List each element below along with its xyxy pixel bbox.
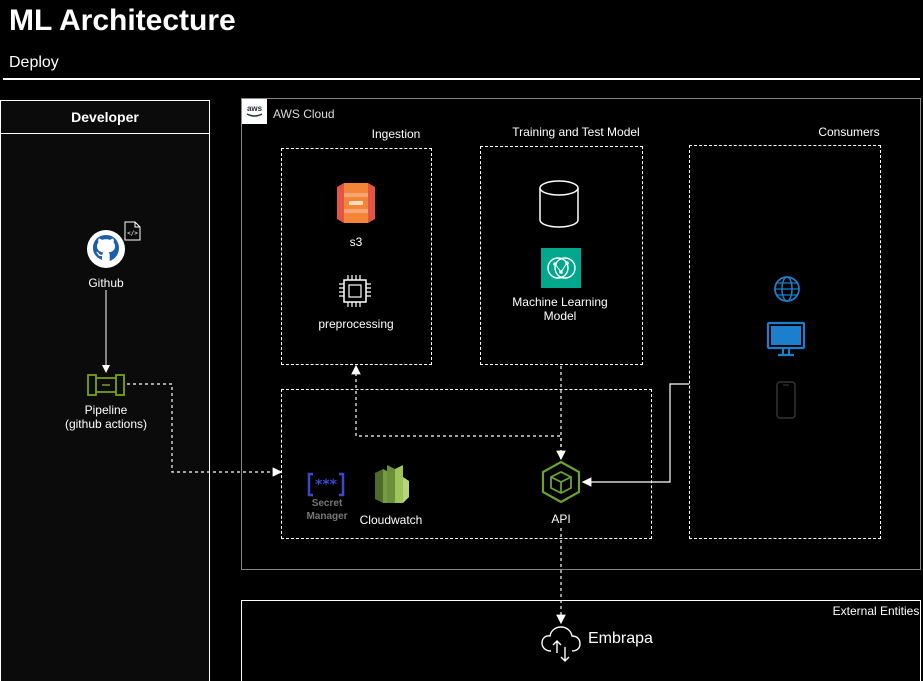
external-entities-group[interactable] <box>241 600 921 681</box>
secret-manager-label-1: Secret <box>311 498 343 509</box>
machine-learning-icon[interactable] <box>541 248 581 288</box>
ml-model-label-1: Machine Learning <box>512 295 608 309</box>
preprocessing-label: preprocessing <box>318 317 394 331</box>
page-subtitle: Deploy <box>9 54 59 71</box>
developer-lane[interactable] <box>0 100 210 681</box>
svg-text:</>: </> <box>127 230 138 237</box>
api-label: API <box>551 512 571 526</box>
github-label: Github <box>88 276 124 290</box>
page-title: ML Architecture <box>9 4 236 37</box>
cloud-upload-download-icon[interactable] <box>541 625 581 663</box>
s3-label: s3 <box>349 235 363 249</box>
svg-text:***: *** <box>315 477 338 493</box>
code-file-icon[interactable]: </> <box>124 221 141 241</box>
pipeline-label-2: (github actions) <box>64 417 148 431</box>
globe-icon[interactable] <box>773 275 801 303</box>
pipeline-label-1: Pipeline <box>84 403 128 417</box>
ml-model-label-2: Model <box>543 309 577 323</box>
services-group[interactable] <box>281 389 652 539</box>
pipeline-to-services-edge <box>127 383 283 477</box>
aws-logo-icon: aws <box>242 99 267 124</box>
consumers-to-api-edge <box>581 383 689 487</box>
ingestion-group[interactable] <box>281 148 432 365</box>
secret-manager-label-2: Manager <box>306 511 348 522</box>
desktop-monitor-icon[interactable] <box>766 321 806 358</box>
external-entities-title: External Entities <box>832 604 920 618</box>
database-icon[interactable] <box>539 180 579 228</box>
training-title: Training and Test Model <box>512 125 640 139</box>
processor-chip-icon[interactable] <box>338 274 372 308</box>
consumers-group[interactable] <box>689 145 881 539</box>
aws-cloud-label: AWS Cloud <box>273 107 335 121</box>
ingestion-title: Ingestion <box>371 127 421 141</box>
training-group[interactable] <box>480 146 643 365</box>
pipeline-icon[interactable] <box>87 374 125 396</box>
svg-text:aws: aws <box>247 104 263 113</box>
mobile-phone-icon[interactable] <box>776 381 796 419</box>
header-divider <box>3 78 920 80</box>
cloudwatch-label: Cloudwatch <box>359 513 423 527</box>
api-gateway-icon[interactable] <box>541 460 581 504</box>
embrapa-label: Embrapa <box>588 630 653 647</box>
developer-lane-title: Developer <box>0 100 210 134</box>
aws-cloud-group[interactable] <box>241 98 921 570</box>
cloudwatch-icon[interactable] <box>371 463 411 505</box>
consumers-title: Consumers <box>818 125 880 139</box>
api-to-preprocessing-edge <box>351 364 562 459</box>
github-icon[interactable] <box>86 229 126 269</box>
secret-manager-icon[interactable]: *** <box>307 472 345 497</box>
s3-bucket-icon[interactable] <box>337 181 375 225</box>
